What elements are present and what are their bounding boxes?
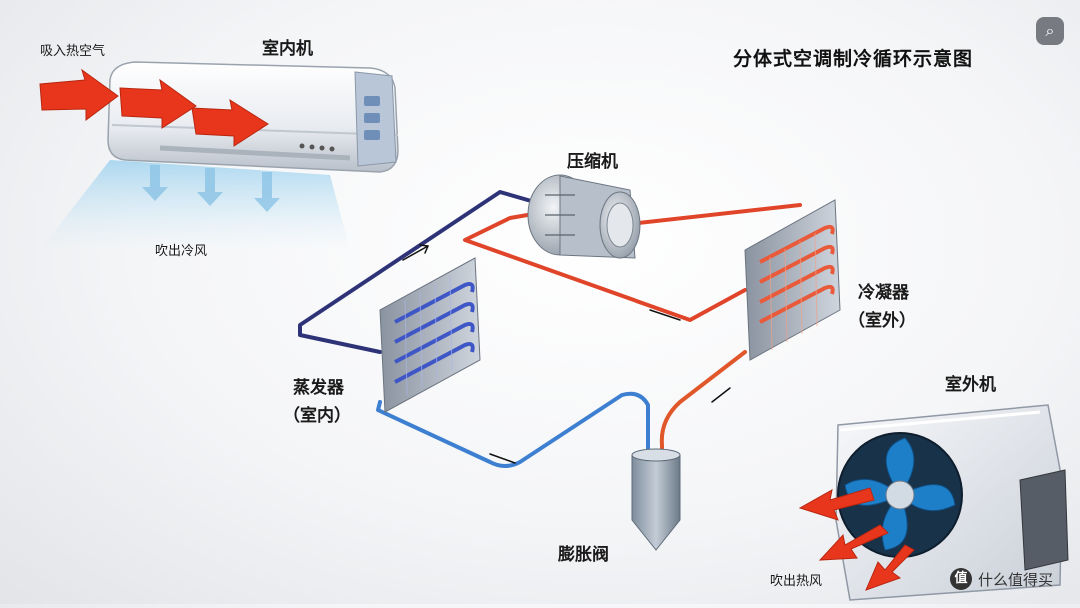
- outdoor-unit: [798, 404, 1069, 601]
- watermark-logo-icon: 值: [950, 568, 972, 590]
- evaporator-location-label: （室内）: [283, 406, 351, 426]
- cold-air-flow: [40, 160, 350, 250]
- condenser-coil: [744, 199, 841, 361]
- indoor-unit: [39, 61, 399, 250]
- indoor-unit-label: 室内机: [262, 39, 313, 59]
- compressor: [527, 174, 641, 259]
- expansion-valve-label: 膨胀阀: [558, 545, 609, 565]
- intake-label: 吸入热空气: [40, 44, 106, 59]
- hot-air-out-arrows: [798, 487, 915, 591]
- expansion-valve: [631, 448, 681, 551]
- condenser-location-label: （室外）: [848, 311, 916, 331]
- watermark: 值 什么值得买: [950, 568, 1053, 590]
- suction-pipe: [298, 190, 547, 354]
- return-pipe: [376, 391, 650, 468]
- compressor-label: 压缩机: [567, 152, 618, 172]
- outdoor-unit-label: 室外机: [945, 375, 996, 395]
- condenser-label: 冷凝器: [858, 283, 909, 303]
- cold-air-arrows: [142, 165, 280, 212]
- discharge-pipe: [463, 210, 747, 322]
- liquid-pipe: [659, 350, 747, 457]
- refrigerant-pipes: [298, 190, 802, 468]
- hot-air-label: 吹出热风: [770, 574, 823, 589]
- evaporator-label: 蒸发器: [293, 378, 344, 398]
- outdoor-unit-grille: [1019, 469, 1069, 571]
- cold-air-label: 吹出冷风: [155, 244, 208, 259]
- hot-air-intake-arrows: [39, 68, 269, 147]
- image-search-icon[interactable]: ⌕: [1036, 17, 1064, 45]
- diagram-title: 分体式空调制冷循环示意图: [733, 48, 974, 70]
- evaporator-coil: [379, 257, 481, 413]
- watermark-text: 什么值得买: [978, 570, 1054, 589]
